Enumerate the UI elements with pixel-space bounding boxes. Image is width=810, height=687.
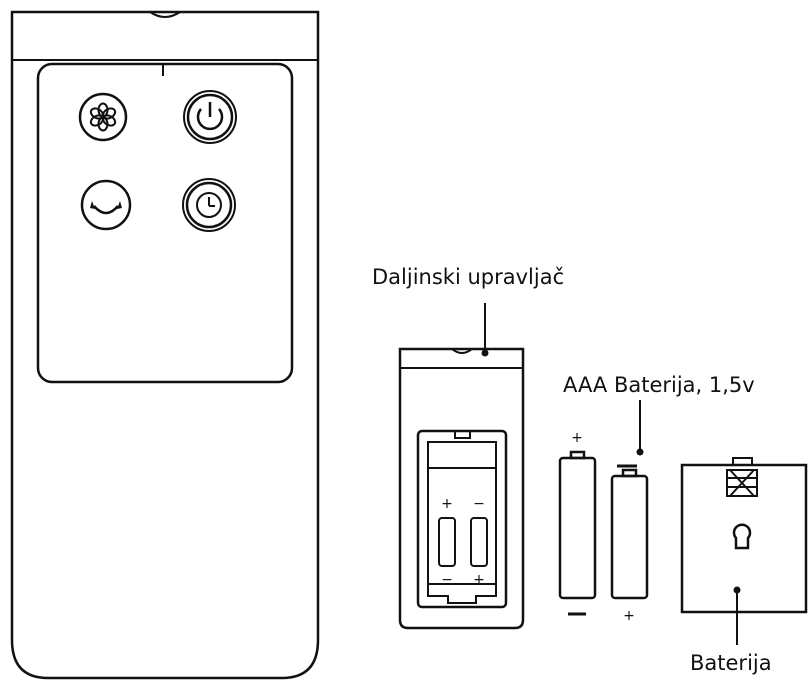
remote-back-view: + − − +	[398, 303, 525, 630]
slot-left-plus: +	[441, 496, 453, 512]
cover-latch	[726, 469, 758, 497]
oscillation-button[interactable]	[80, 179, 132, 231]
battery-slot-left: + −	[438, 496, 456, 588]
button-panel	[36, 62, 294, 384]
cover-outline	[680, 463, 808, 614]
battery-cover	[680, 457, 808, 645]
timer-button[interactable]	[182, 178, 236, 232]
label-battery: Baterija	[690, 651, 772, 675]
power-button[interactable]	[183, 90, 237, 144]
battery-slot-right: − +	[470, 496, 488, 588]
battery-compartment-inner	[427, 441, 497, 585]
hanging-hole	[732, 523, 752, 550]
aaa-battery-left: +	[558, 430, 597, 616]
label-aaa-battery: AAA Baterija, 1,5v	[563, 373, 755, 397]
swing-icon	[90, 201, 122, 215]
ir-window	[149, 11, 181, 18]
clock-icon	[196, 192, 222, 218]
battery-left-plus: +	[571, 430, 583, 446]
remote-front-view	[10, 10, 320, 680]
fan-speed-button[interactable]	[78, 92, 128, 142]
power-icon	[196, 102, 224, 131]
remote-back-body	[398, 347, 525, 630]
slot-right-minus: −	[473, 496, 485, 512]
battery-compartment	[416, 429, 508, 609]
slot-left-minus: −	[441, 572, 453, 588]
label-remote: Daljinski upravljač	[372, 265, 564, 289]
remote-body	[10, 10, 320, 680]
battery-right-plus: +	[623, 608, 635, 624]
slot-right-plus: +	[473, 572, 485, 588]
fan-icon	[89, 102, 117, 132]
aaa-battery-right: +	[610, 400, 649, 624]
